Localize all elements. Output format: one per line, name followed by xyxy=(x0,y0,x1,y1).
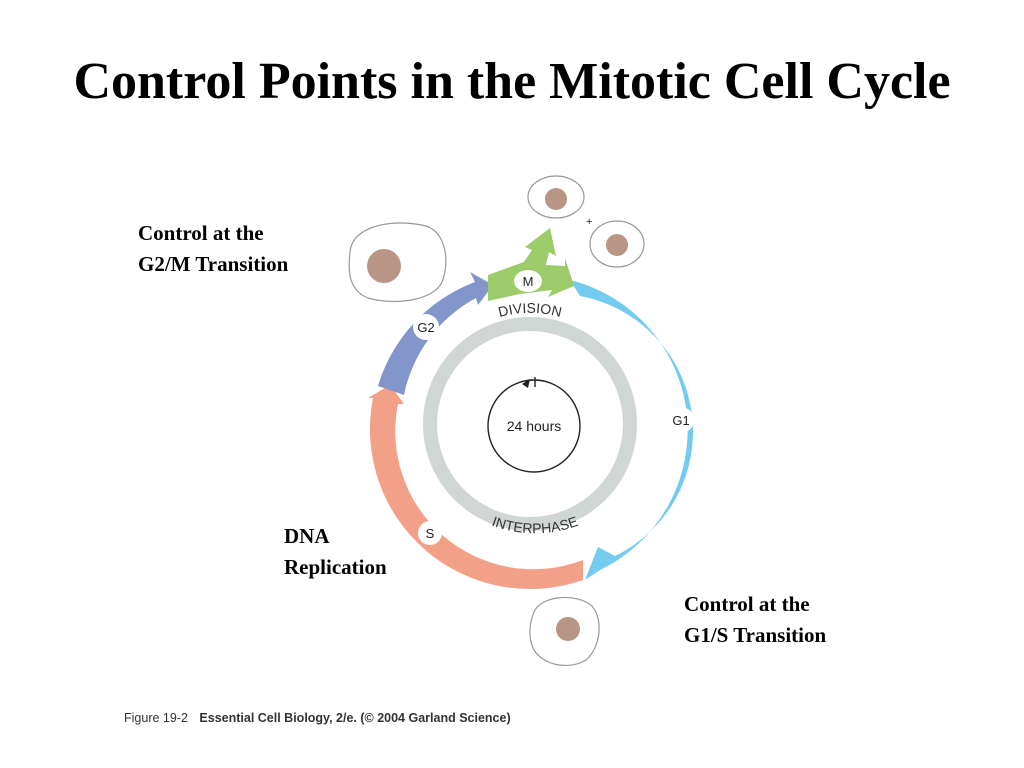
cell-g2 xyxy=(348,222,447,303)
callout-g2m-line-1: Control at the xyxy=(138,221,264,245)
daughter-cell-1-nucleus xyxy=(545,188,567,210)
phase-badge-s: S xyxy=(418,521,442,545)
daughter-cell-2 xyxy=(589,220,645,268)
g2-arc xyxy=(378,272,493,395)
slide-title: Control Points in the Mitotic Cell Cycle xyxy=(73,53,951,110)
daughter-cell-2-nucleus xyxy=(606,234,628,256)
callout-g2m-transition: Control at the G2/M Transition xyxy=(138,218,288,280)
phase-label-s: S xyxy=(426,526,435,541)
interphase-label: INTERPHASE xyxy=(490,513,580,536)
callout-dna-line-2: Replication xyxy=(284,555,387,579)
cell-g1s-nucleus xyxy=(556,617,580,641)
plus-sign: + xyxy=(586,216,592,228)
phase-label-g1: G1 xyxy=(672,413,689,428)
phase-badge-g1: G1 xyxy=(668,407,694,433)
callout-dna-replication: DNA Replication xyxy=(284,521,387,583)
callout-g1s-transition: Control at the G1/S Transition xyxy=(684,589,826,651)
figure-source: Essential Cell Biology, 2/e. (© 2004 Gar… xyxy=(199,711,511,725)
division-label: DIVISION xyxy=(497,300,564,320)
figure-caption: Figure 19-2 Essential Cell Biology, 2/e.… xyxy=(124,711,511,725)
callout-g1s-line-1: Control at the xyxy=(684,592,810,616)
cell-g2-nucleus xyxy=(367,249,401,283)
callout-dna-line-1: DNA xyxy=(284,524,330,548)
phase-label-m: M xyxy=(523,274,534,289)
phase-badge-g2: G2 xyxy=(413,314,439,340)
daughter-cell-1 xyxy=(527,175,585,219)
cell-g1s xyxy=(529,596,600,667)
callout-g1s-line-2: G1/S Transition xyxy=(684,623,827,647)
clock-circle xyxy=(487,379,581,473)
clock-arrow-icon xyxy=(522,379,530,388)
figure-number: Figure 19-2 xyxy=(124,711,188,725)
phase-badge-m: M xyxy=(514,270,542,292)
m-arrow xyxy=(488,228,574,301)
center-time-label: 24 hours xyxy=(507,418,561,434)
callout-g2m-line-2: G2/M Transition xyxy=(138,252,289,276)
inner-cycle-ring xyxy=(423,317,637,531)
phase-label-g2: G2 xyxy=(417,320,434,335)
